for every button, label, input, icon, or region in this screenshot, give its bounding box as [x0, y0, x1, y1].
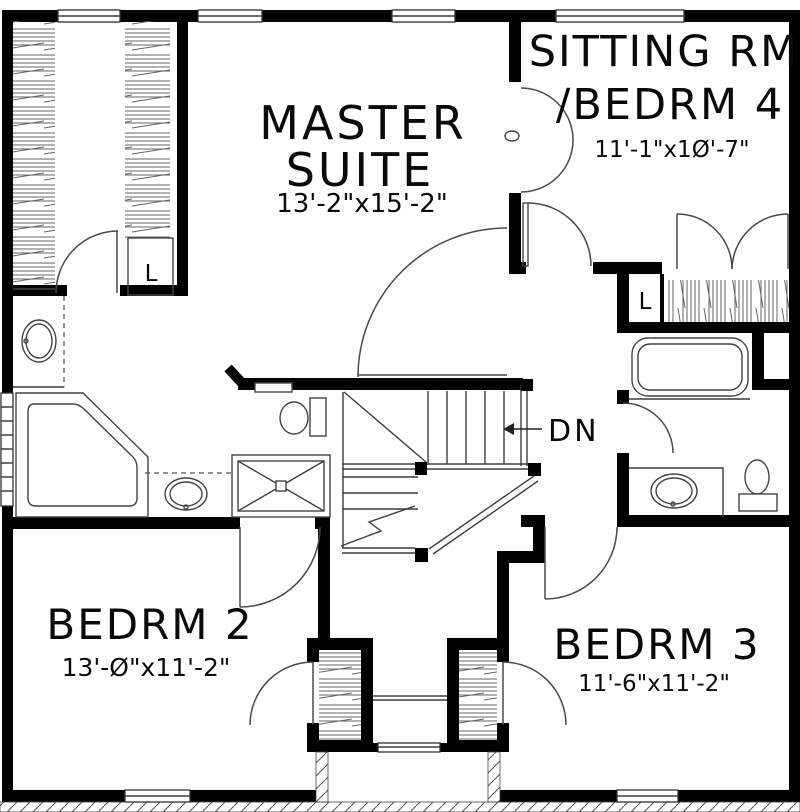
doors [55, 87, 789, 726]
sitting-room-hall-door [522, 202, 592, 267]
master-suite-entry-door [357, 227, 508, 378]
toilet [738, 459, 778, 512]
newel-post [528, 463, 541, 476]
sitting-room-dims: 11'-1"x1Ø'-7" [594, 137, 749, 163]
bedroom3-name: BEDRM 3 [553, 620, 760, 669]
dn-label: DN [548, 414, 600, 449]
closet-label: L [639, 289, 652, 315]
break-line [340, 505, 416, 547]
master-suite-dims: 13'-2"x15'-2" [276, 189, 448, 219]
vanity-sink [145, 472, 232, 511]
bedroom3-door [544, 526, 618, 600]
bedroom3-closet-door [502, 661, 567, 726]
window [377, 742, 441, 753]
toilet [279, 397, 327, 437]
glass-block-window [0, 392, 14, 507]
window [197, 9, 263, 23]
linen-closet-hall: L [639, 289, 652, 315]
sitting-room-name-1: SITTING RM [529, 27, 800, 77]
interior-walls [2, 21, 800, 752]
bedroom2-door [239, 526, 321, 608]
linen-closet-master: L [127, 237, 174, 296]
closet-label: L [145, 261, 158, 287]
newel-post [415, 462, 427, 475]
window [555, 9, 685, 23]
vanity-sink [13, 296, 65, 388]
room-labels: MASTER SUITE 13'-2"x15'-2" SITTING RM /B… [46, 27, 800, 697]
hall-bath-fixtures [629, 337, 778, 517]
closet-rod-hatch [13, 21, 789, 740]
roof-hatch [0, 751, 800, 812]
bedroom2-dims: 13'-Ø"x11'-2" [62, 653, 231, 682]
bathtub [629, 337, 750, 400]
sitting-room-name-2: /BEDRM 4 [556, 80, 784, 130]
window [124, 789, 191, 803]
windows [0, 9, 685, 803]
stairs-down-label: DN [503, 414, 600, 449]
wall-niche [254, 382, 293, 393]
alcove-sill [373, 695, 447, 701]
newel-post [521, 379, 533, 391]
newel-post [415, 548, 428, 562]
master-suite-name-1: MASTER [259, 96, 466, 150]
window [616, 789, 679, 803]
window [57, 9, 121, 23]
french-doors-sitting-room [504, 87, 574, 193]
corner-tub [15, 392, 149, 518]
left-arrow-icon [503, 423, 514, 435]
staircase: DN [340, 379, 600, 562]
bedroom3-dims: 11'-6"x11'-2" [578, 671, 730, 697]
bedroom2-name: BEDRM 2 [46, 600, 253, 649]
walkin-closet-door [55, 230, 119, 294]
hall-bath-door [622, 402, 674, 454]
master-suite-name-2: SUITE [286, 143, 435, 197]
master-bath-fixtures [13, 296, 331, 518]
bedroom4-closet-doors [676, 213, 789, 270]
shower [231, 454, 331, 518]
window [391, 9, 456, 23]
bedroom2-closet-door [249, 661, 314, 726]
vanity-sink [629, 467, 724, 517]
